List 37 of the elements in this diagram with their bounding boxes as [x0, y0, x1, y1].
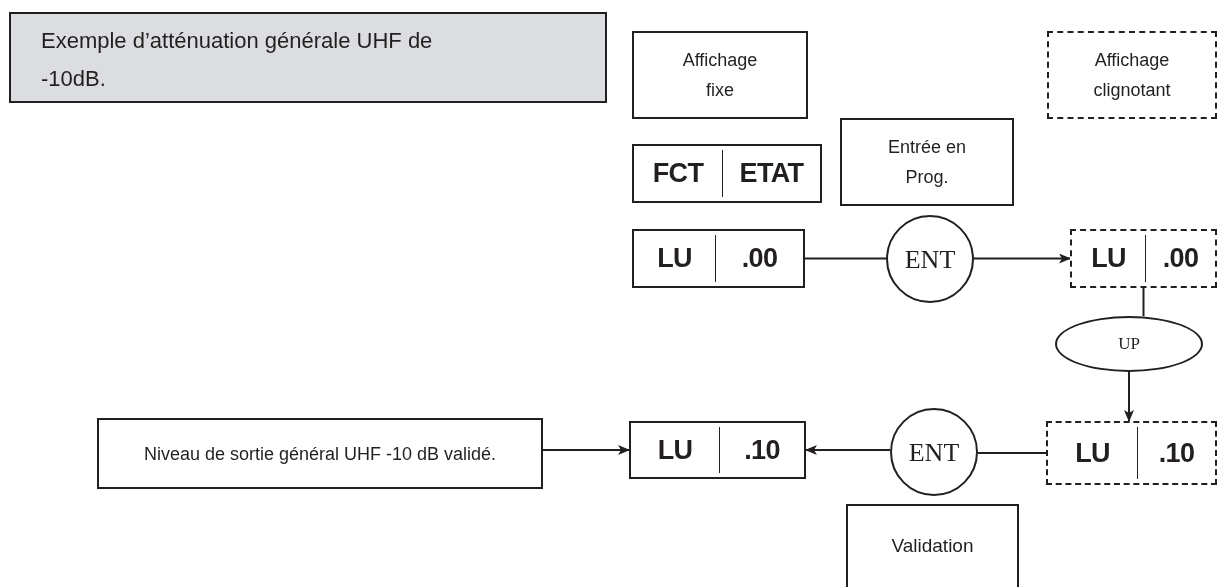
arrow [973, 253, 1071, 264]
display-text: LU [657, 433, 693, 467]
node-label: Affichage fixe [681, 49, 759, 102]
display-text: LU [657, 242, 692, 276]
display-text: .00 [741, 242, 778, 276]
display-text: LU [1075, 436, 1110, 470]
dashed-text-box [1047, 31, 1217, 119]
display-panel [632, 229, 805, 288]
connector-line [1142, 287, 1145, 317]
node-label: Niveau de sortie général UHF -10 dB validé. [143, 442, 497, 466]
arrow [805, 445, 891, 455]
display-panel [632, 144, 822, 203]
connector-line [804, 257, 887, 260]
step-box [846, 504, 1019, 587]
display-text: FCT [652, 157, 704, 191]
blinking-display-panel [1070, 229, 1217, 288]
display-text: .10 [744, 433, 780, 467]
blinking-display-panel [1046, 421, 1217, 485]
heading-text: Exemple d’atténuation générale UHF de -10dB. [41, 27, 434, 93]
key-label: UP [1118, 333, 1140, 356]
display-panel [629, 421, 806, 479]
text-box [632, 31, 808, 119]
arrow [1124, 371, 1134, 422]
display-text: LU [1091, 242, 1126, 276]
display-text: .10 [1158, 436, 1195, 470]
text-box [840, 118, 1014, 206]
node-label: Validation [891, 534, 974, 559]
arrow [542, 445, 630, 455]
key-label: ENT [908, 436, 960, 469]
node-label: Entrée en Prog. [886, 136, 968, 189]
display-text: ETAT [739, 157, 804, 191]
node-label: Affichage clignotant [1092, 49, 1172, 102]
text-box [97, 418, 543, 489]
connector-line [977, 452, 1047, 454]
title-box [9, 12, 607, 103]
display-text: .00 [1162, 242, 1199, 276]
key-label: ENT [904, 243, 956, 276]
